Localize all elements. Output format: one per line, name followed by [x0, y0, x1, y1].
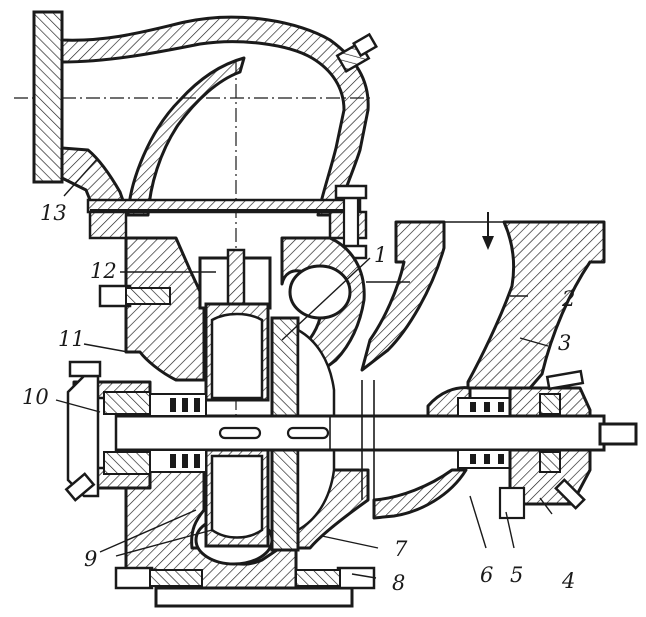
joint-flange: [86, 184, 368, 260]
leader-lines: [55, 157, 553, 579]
callout-3: 3: [558, 331, 571, 355]
callout-4: 4: [561, 569, 575, 593]
callout-6: 6: [480, 563, 493, 587]
callout-8: 8: [392, 571, 405, 595]
callout-13: 13: [40, 201, 67, 225]
suction-pipe: [360, 212, 606, 520]
callout-7: 7: [394, 537, 408, 561]
callout-11: 11: [58, 327, 85, 351]
top-bolt: [335, 32, 379, 74]
shaft-and-bearings: [72, 369, 638, 520]
callout-5: 5: [510, 563, 523, 587]
callout-1: 1: [374, 243, 387, 267]
callout-labels: 1 2 3 4 5 6 7 8 9 10 11 12 13: [22, 201, 575, 595]
callout-2: 2: [561, 287, 575, 311]
callout-12: 12: [90, 259, 117, 283]
callout-10: 10: [22, 385, 49, 409]
callout-9: 9: [84, 547, 97, 571]
